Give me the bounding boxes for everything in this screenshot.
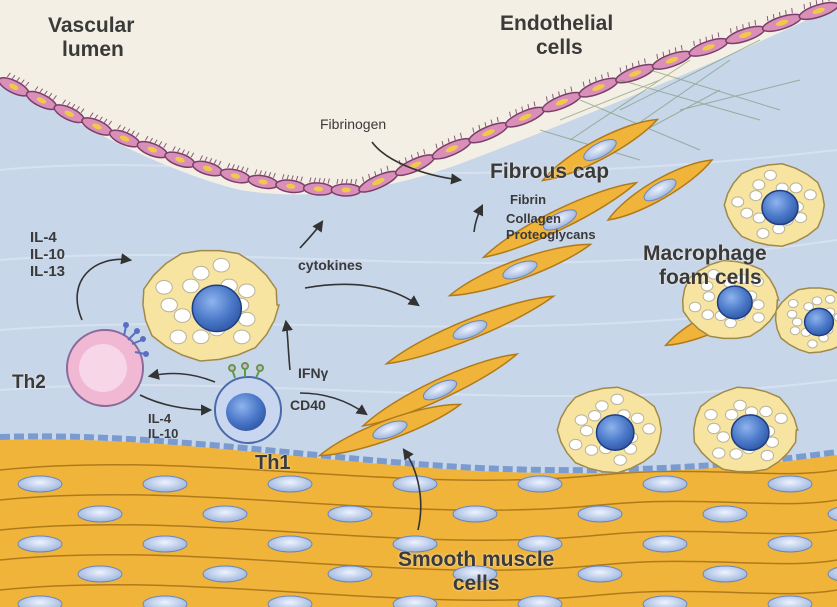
th2-label: Th2 <box>12 372 46 393</box>
th1-feedback-cytokines-label: IL-4 IL-10 <box>148 412 178 441</box>
foam-cell <box>557 387 661 473</box>
foam-cell-nucleus <box>805 308 834 335</box>
fibrous-cap-components: Fibrin Collagen Proteoglycans <box>506 193 596 243</box>
foam-cell-nucleus <box>192 285 241 331</box>
foam-cell-nucleus <box>731 415 768 450</box>
th2-cytokines-label: IL-4 IL-10 IL-13 <box>30 230 65 280</box>
macrophage-foam-cells-label: Macrophage foam cells <box>643 242 767 289</box>
foam-cell <box>143 251 279 361</box>
endothelial-cells-label: Endothelial cells <box>500 12 613 59</box>
fibrous-cap-label: Fibrous cap <box>490 160 609 184</box>
foam-cell <box>724 164 824 246</box>
cd40-label: CD40 <box>290 398 326 414</box>
foam-cell-nucleus <box>718 286 753 319</box>
cytokines-label: cytokines <box>298 258 363 274</box>
fibrinogen-label: Fibrinogen <box>320 117 386 133</box>
vascular-lumen-label: Vascular lumen <box>48 14 134 61</box>
ifn-gamma-label: IFNγ <box>298 366 328 382</box>
foam-cell-nucleus <box>762 191 798 225</box>
th1-label: Th1 <box>255 452 291 474</box>
smooth-muscle-cells-label: Smooth muscle cells <box>398 548 554 595</box>
foam-cell-nucleus <box>596 415 633 450</box>
foam-cell <box>694 387 798 471</box>
